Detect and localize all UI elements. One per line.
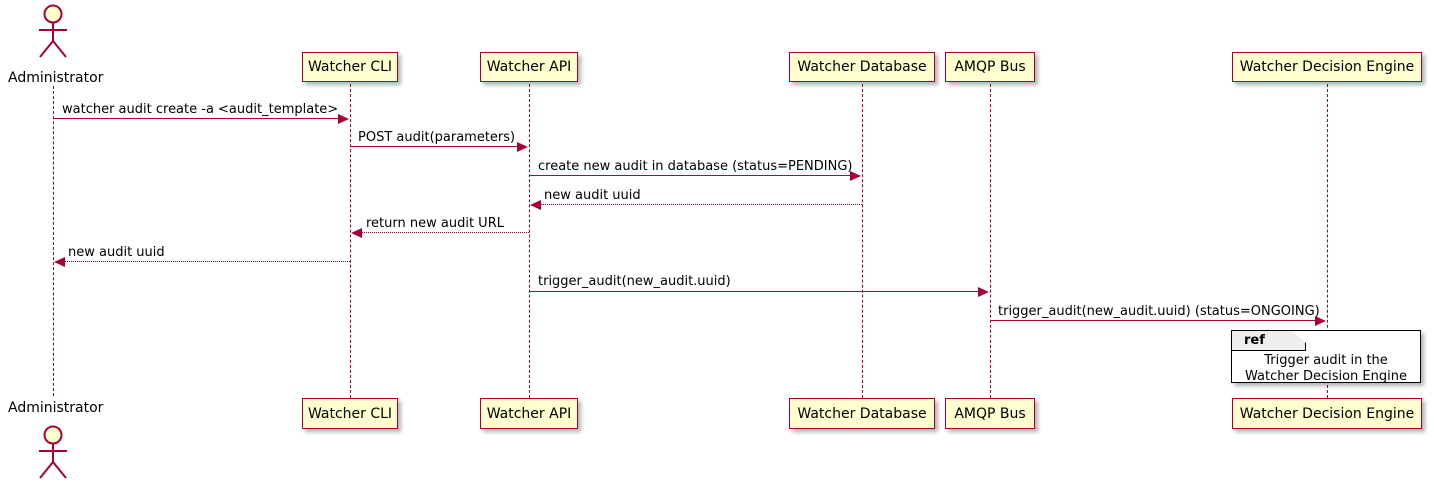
message-line-new-audit-uuid-api bbox=[541, 204, 862, 205]
message-arrowhead-create-new-audit bbox=[850, 170, 861, 181]
message-label-return-new-audit-url: return new audit URL bbox=[366, 216, 504, 231]
actor-administrator-top bbox=[33, 3, 73, 59]
participant-box-amqp-bus-top[interactable]: AMQP Bus bbox=[945, 52, 1035, 82]
ref-fragment-box: ref Trigger audit in the Watcher Decisio… bbox=[1231, 330, 1421, 385]
ref-fragment-line-1: Trigger audit in the bbox=[1264, 353, 1388, 368]
message-line-create-new-audit bbox=[529, 175, 850, 176]
ref-fragment-line-2: Watcher Decision Engine bbox=[1245, 369, 1407, 384]
participant-label-watcher-cli-bottom: Watcher CLI bbox=[307, 405, 393, 422]
participant-label-watcher-cli-top: Watcher CLI bbox=[307, 59, 393, 75]
participant-label-watcher-decision-engine-bottom: Watcher Decision Engine bbox=[1239, 405, 1415, 422]
message-label-trigger-audit: trigger_audit(new_audit.uuid) bbox=[538, 274, 731, 289]
message-arrowhead-new-audit-uuid-api bbox=[530, 199, 541, 210]
participant-box-watcher-api-bottom[interactable]: Watcher API bbox=[480, 398, 578, 429]
lifeline-watcher-cli bbox=[350, 84, 351, 398]
message-label-post-audit: POST audit(parameters) bbox=[358, 130, 516, 145]
participant-label-watcher-api-bottom: Watcher API bbox=[486, 405, 572, 422]
ref-fragment-tab: ref bbox=[1232, 331, 1306, 351]
message-line-post-audit bbox=[350, 146, 517, 147]
message-arrowhead-post-audit bbox=[517, 141, 528, 152]
lifeline-watcher-decision-engine bbox=[1327, 84, 1328, 398]
message-line-trigger-audit-ongoing bbox=[990, 320, 1315, 321]
participant-label-watcher-api-top: Watcher API bbox=[486, 59, 572, 75]
participant-box-watcher-database-bottom[interactable]: Watcher Database bbox=[789, 398, 935, 429]
actor-administrator-bottom bbox=[33, 424, 73, 480]
participant-label-watcher-database-top: Watcher Database bbox=[797, 59, 927, 75]
message-arrowhead-new-audit-uuid-admin bbox=[54, 256, 65, 267]
message-label-new-audit-uuid-api: new audit uuid bbox=[544, 188, 641, 203]
message-arrowhead-watcher-audit-create bbox=[338, 113, 349, 124]
actor-label-administrator-bottom: Administrator bbox=[8, 400, 104, 416]
participant-label-amqp-bus-top: AMQP Bus bbox=[954, 59, 1026, 75]
ref-fragment-tab-label: ref bbox=[1244, 333, 1265, 348]
participant-box-watcher-decision-engine-bottom[interactable]: Watcher Decision Engine bbox=[1232, 398, 1422, 429]
participant-box-watcher-cli-top[interactable]: Watcher CLI bbox=[302, 52, 398, 82]
participant-label-watcher-database-bottom: Watcher Database bbox=[797, 405, 927, 422]
message-line-return-new-audit-url bbox=[362, 232, 529, 233]
message-arrowhead-return-new-audit-url bbox=[351, 227, 362, 238]
participant-box-watcher-api-top[interactable]: Watcher API bbox=[480, 52, 578, 82]
lifeline-amqp-bus bbox=[990, 84, 991, 398]
message-line-new-audit-uuid-admin bbox=[65, 261, 350, 262]
participant-box-watcher-cli-bottom[interactable]: Watcher CLI bbox=[302, 398, 398, 429]
ref-fragment-body: Trigger audit in the Watcher Decision En… bbox=[1232, 353, 1420, 385]
lifeline-watcher-api bbox=[529, 84, 530, 398]
message-line-watcher-audit-create bbox=[53, 118, 338, 119]
message-arrowhead-trigger-audit-ongoing bbox=[1315, 315, 1326, 326]
lifeline-watcher-database bbox=[862, 84, 863, 398]
participant-box-amqp-bus-bottom[interactable]: AMQP Bus bbox=[945, 398, 1035, 429]
participant-label-watcher-decision-engine-top: Watcher Decision Engine bbox=[1239, 59, 1415, 75]
participant-label-amqp-bus-bottom: AMQP Bus bbox=[954, 405, 1026, 422]
message-label-watcher-audit-create: watcher audit create -a <audit_template> bbox=[62, 102, 339, 117]
message-label-create-new-audit: create new audit in database (status=PEN… bbox=[538, 159, 853, 174]
lifeline-administrator bbox=[53, 86, 54, 396]
actor-label-administrator-top: Administrator bbox=[8, 70, 104, 86]
message-label-new-audit-uuid-admin: new audit uuid bbox=[68, 245, 165, 260]
participant-box-watcher-database-top[interactable]: Watcher Database bbox=[789, 52, 935, 82]
message-label-trigger-audit-ongoing: trigger_audit(new_audit.uuid) (status=ON… bbox=[998, 304, 1320, 319]
participant-box-watcher-decision-engine-top[interactable]: Watcher Decision Engine bbox=[1232, 52, 1422, 82]
message-line-trigger-audit bbox=[529, 291, 978, 292]
message-arrowhead-trigger-audit bbox=[978, 286, 989, 297]
